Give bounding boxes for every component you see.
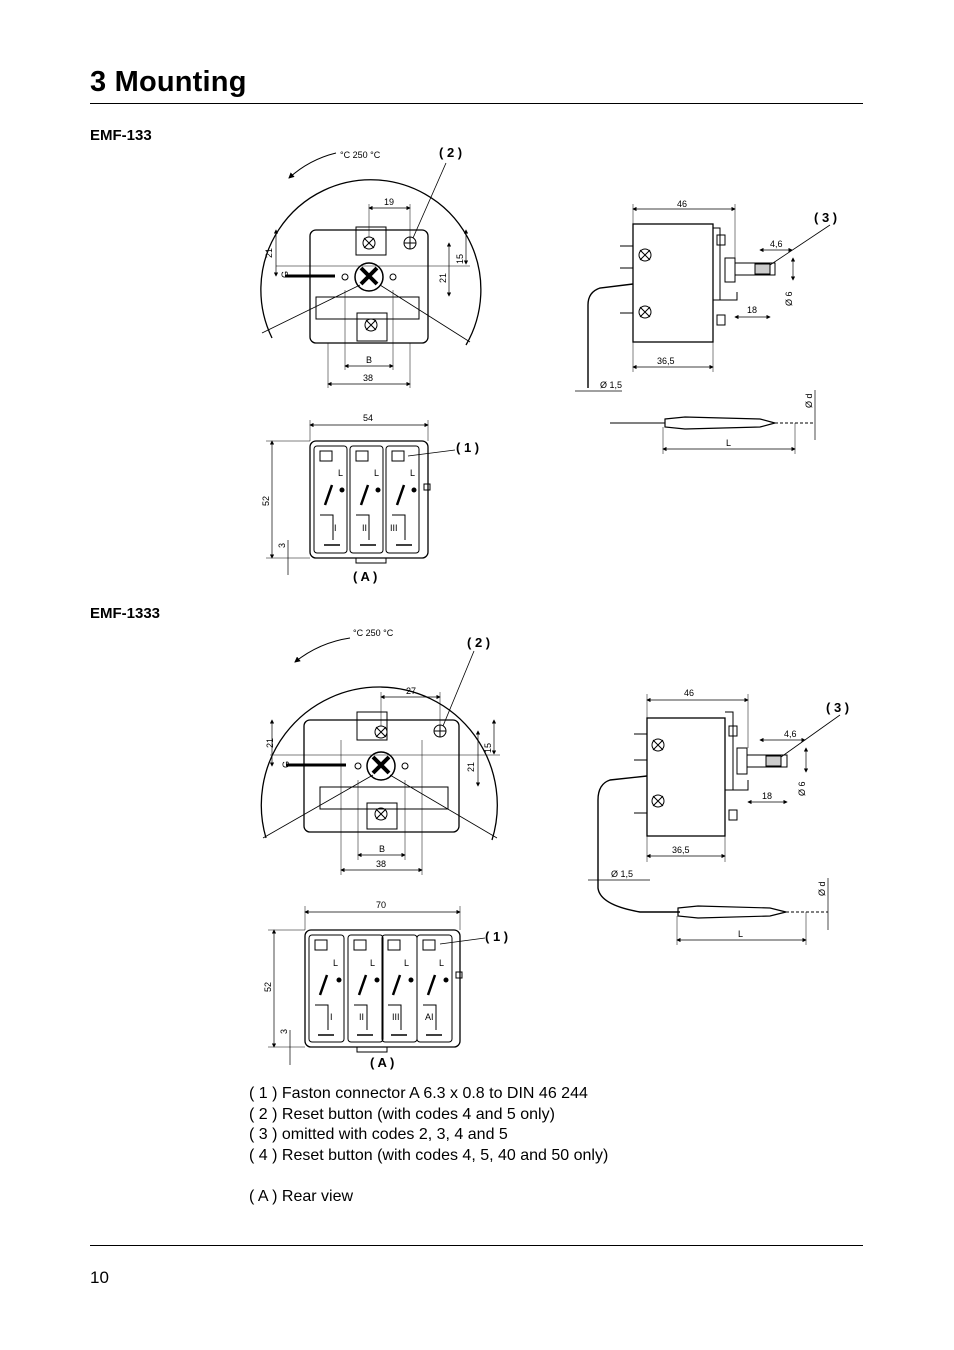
legend-item: ( 1 ) Faston connector A 6.3 x 0.8 to DI… (249, 1085, 588, 1102)
dim-label: 18 (747, 305, 757, 315)
terminal-label: L (370, 958, 375, 968)
dim-label: 46 (684, 688, 694, 698)
dim-label: 27 (406, 686, 416, 696)
callout-reset-2: ( 2 ) (439, 145, 462, 160)
dim-label: 15 (455, 254, 465, 264)
dim-label: 18 (762, 791, 772, 801)
emf133-side-view (575, 204, 831, 454)
dim-label: B (379, 844, 385, 854)
rear-view-label: ( A ) (353, 569, 377, 584)
dim-label: 21 (264, 248, 274, 258)
callout-faston-1: ( 1 ) (485, 929, 508, 944)
emf133-front-view (260, 152, 482, 388)
dim-label: B (366, 355, 372, 365)
dim-label: 38 (376, 859, 386, 869)
dim-label: Ø 1,5 (600, 380, 622, 390)
emf1333-front-view (260, 637, 500, 875)
g-label: G (281, 761, 291, 768)
dim-label: 21 (438, 273, 448, 283)
dim-label: Ø d (817, 881, 827, 896)
heading-rule (90, 103, 863, 104)
terminal-label: L (374, 468, 379, 478)
pole-label: I (334, 523, 337, 533)
terminal-label: L (333, 958, 338, 968)
emf133-rear-view (266, 420, 456, 575)
rear-view-label: ( A ) (370, 1055, 394, 1070)
callout-capillary-3: ( 3 ) (814, 210, 837, 225)
callout-capillary-3: ( 3 ) (826, 700, 849, 715)
model-title-emf-1333: EMF-1333 (90, 605, 161, 622)
terminal-label: L (439, 958, 444, 968)
model-title-emf-133: EMF-133 (90, 127, 152, 144)
dim-label: 52 (263, 982, 273, 992)
page-number: 10 (90, 1268, 109, 1287)
legend-item: ( 4 ) Reset button (with codes 4, 5, 40 … (249, 1146, 609, 1164)
dim-label: 21 (466, 762, 476, 772)
dim-label: 3 (279, 1029, 289, 1034)
dim-label: 36,5 (657, 356, 675, 366)
terminal-label: L (410, 468, 415, 478)
g-label: G (280, 271, 290, 278)
pole-label: I (330, 1012, 333, 1022)
dim-label: 3 (277, 543, 287, 548)
legend-spacer (249, 1166, 608, 1187)
callout-faston-1: ( 1 ) (456, 440, 479, 455)
dim-label: Ø d (804, 393, 814, 408)
dial-scale-label: °C 250 °C (340, 150, 381, 160)
legend-item: ( A ) Rear view (249, 1188, 354, 1206)
dim-label: L (726, 438, 731, 448)
section-heading: 3 Mounting (90, 66, 247, 98)
dial-scale-label: °C 250 °C (353, 628, 394, 638)
emf1333-rear-view (268, 906, 486, 1065)
dim-label: 38 (363, 373, 373, 383)
dim-label: Ø 6 (784, 291, 794, 306)
legend-item: ( 2 ) Reset button (with codes 4 and 5 o… (249, 1105, 555, 1123)
pole-label: III (392, 1012, 400, 1022)
emf1333-side-view (588, 694, 841, 945)
legend: ( 1 ) Faston connector A 6.3 x 0.8 to DI… (249, 1084, 608, 1208)
legend-item: ( 3 ) omitted with codes 2, 3, 4 and 5 (249, 1126, 508, 1144)
dim-label: 21 (265, 738, 275, 748)
dim-label: 4,6 (770, 239, 783, 249)
dim-label: 4,6 (784, 729, 797, 739)
pole-label: AI (425, 1012, 434, 1022)
callout-reset-2: ( 2 ) (467, 635, 490, 650)
terminal-label: L (338, 468, 343, 478)
dim-label: 15 (483, 743, 493, 753)
dim-label: 36,5 (672, 845, 690, 855)
terminal-label: L (404, 958, 409, 968)
dim-label: 70 (376, 900, 386, 910)
footer-rule (90, 1245, 863, 1246)
dim-label: 19 (384, 197, 394, 207)
pole-label: II (362, 523, 367, 533)
dim-label: 54 (363, 413, 373, 423)
pole-label: III (390, 523, 398, 533)
dim-label: Ø 6 (797, 781, 807, 796)
dim-label: 52 (261, 496, 271, 506)
dim-label: Ø 1,5 (611, 869, 633, 879)
dim-label: L (738, 929, 743, 939)
dim-label: 46 (677, 199, 687, 209)
pole-label: II (359, 1012, 364, 1022)
